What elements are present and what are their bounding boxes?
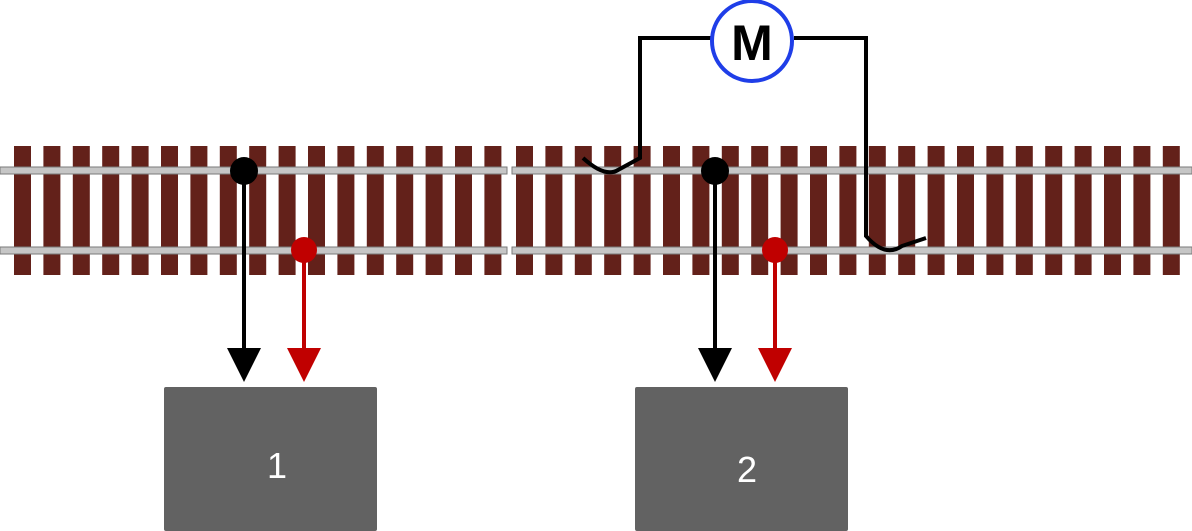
motor-wire-left xyxy=(581,36,712,175)
tie-left-12 xyxy=(366,146,384,275)
detector-2-connections xyxy=(698,157,792,382)
motor-label: M xyxy=(731,15,773,71)
tie-left-13 xyxy=(396,146,414,275)
tie-right-17 xyxy=(1015,146,1033,275)
tie-left-5 xyxy=(161,146,178,275)
tie-left-3 xyxy=(102,146,120,275)
tie-left-2 xyxy=(72,146,90,275)
tie-left-1 xyxy=(43,146,61,275)
control-box-1-label: 1 xyxy=(267,445,287,486)
motor-ring xyxy=(710,0,794,83)
rail-bottom-left xyxy=(0,246,508,255)
rail-top-right xyxy=(511,166,1192,175)
tie-right-21 xyxy=(1133,146,1151,275)
control-box-2: 2 xyxy=(635,387,848,531)
tie-left-4 xyxy=(131,146,149,275)
tie-left-16 xyxy=(484,146,502,275)
tie-left-11 xyxy=(337,146,355,275)
tie-right-18 xyxy=(1045,146,1063,275)
tie-right-8 xyxy=(751,146,769,275)
tie-right-4 xyxy=(633,146,651,275)
arrowhead-red-1 xyxy=(287,348,321,382)
tie-right-14 xyxy=(927,146,945,275)
control-box-1-body xyxy=(164,387,377,531)
arrowhead-black-2 xyxy=(698,348,732,382)
track-section-right-rails xyxy=(511,166,1192,255)
motor-symbol: M xyxy=(710,0,794,83)
tie-right-3 xyxy=(604,146,622,275)
tie-right-12 xyxy=(868,146,886,275)
arrowhead-black-1 xyxy=(227,348,261,382)
track-section-right-ties xyxy=(516,146,1180,275)
tie-right-13 xyxy=(898,146,916,275)
tie-right-15 xyxy=(957,146,974,275)
tie-right-22 xyxy=(1162,146,1180,275)
tie-right-0 xyxy=(516,146,533,275)
tie-left-0 xyxy=(14,146,31,275)
tie-right-2 xyxy=(574,146,592,275)
control-box-2-body xyxy=(635,387,848,531)
rail-bottom-right xyxy=(511,246,1192,255)
control-box-2-label: 2 xyxy=(737,449,757,490)
tie-left-15 xyxy=(455,146,472,275)
tie-left-9 xyxy=(278,146,296,275)
tie-right-20 xyxy=(1104,146,1121,275)
arrowhead-red-2 xyxy=(758,348,792,382)
tie-right-10 xyxy=(810,146,827,275)
tie-left-6 xyxy=(190,146,208,275)
tie-left-14 xyxy=(425,146,443,275)
track-section-left-ties xyxy=(14,146,502,275)
detector-1-connections xyxy=(227,157,321,382)
tie-right-19 xyxy=(1074,146,1092,275)
control-box-1: 1 xyxy=(164,387,377,531)
motor-wire-right xyxy=(794,36,927,253)
tie-right-5 xyxy=(663,146,680,275)
tie-right-11 xyxy=(839,146,857,275)
tie-right-16 xyxy=(986,146,1004,275)
tie-right-1 xyxy=(545,146,563,275)
